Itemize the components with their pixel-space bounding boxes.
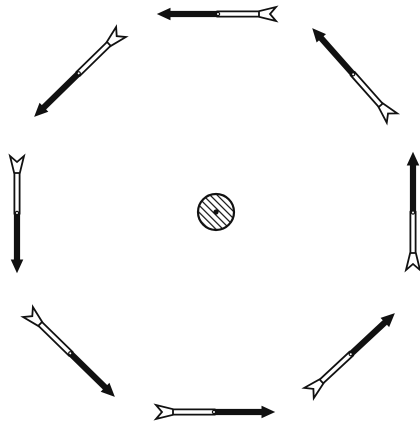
arrow-shaft-light (351, 72, 383, 107)
arrow-shaft-light (320, 352, 354, 384)
arrow-shaft-light (217, 11, 259, 16)
arrow-bottom-left (23, 307, 119, 401)
arrow-shaft-dark (14, 214, 19, 261)
arrow-head (158, 9, 170, 20)
arrow-shaft-light (14, 173, 19, 214)
arrow-shaft-light (76, 42, 110, 76)
arrow-bottom-right (304, 309, 399, 398)
arrow-shaft-light (38, 322, 72, 356)
arrow-shaft-dark (169, 11, 217, 16)
arrow-junction-dot-inner (412, 212, 414, 214)
arrow-shaft-dark (318, 36, 354, 76)
arrow-head (408, 153, 419, 165)
arrow-top-left (30, 27, 126, 121)
arrow-shaft-light (410, 212, 415, 254)
arrow-shaft-dark (410, 164, 415, 212)
arrow-right (406, 153, 420, 270)
arrow-shaft-dark (41, 72, 80, 110)
arrow-junction-dot-inner (217, 13, 219, 15)
arrow-head (262, 407, 274, 418)
arrow-fletching (258, 7, 276, 21)
arrow-bottom (156, 405, 274, 419)
hatched-circle-target-icon (198, 194, 234, 230)
arrow-junction-dot-inner (16, 212, 18, 214)
arrow-junction-dot-inner (213, 411, 215, 413)
arrow-shaft-dark (350, 320, 388, 356)
arrow-shaft-dark (215, 409, 263, 414)
arrow-shaft-dark (69, 352, 108, 390)
arrow-top (158, 7, 276, 21)
arrow-fletching (406, 252, 420, 270)
arrow-fletching (156, 405, 174, 419)
arrow-left (10, 156, 24, 272)
arrow-shaft-light (173, 409, 215, 414)
arrow-fletching (10, 156, 24, 174)
arrow-top-right (308, 24, 397, 122)
arrow-head (12, 260, 23, 272)
